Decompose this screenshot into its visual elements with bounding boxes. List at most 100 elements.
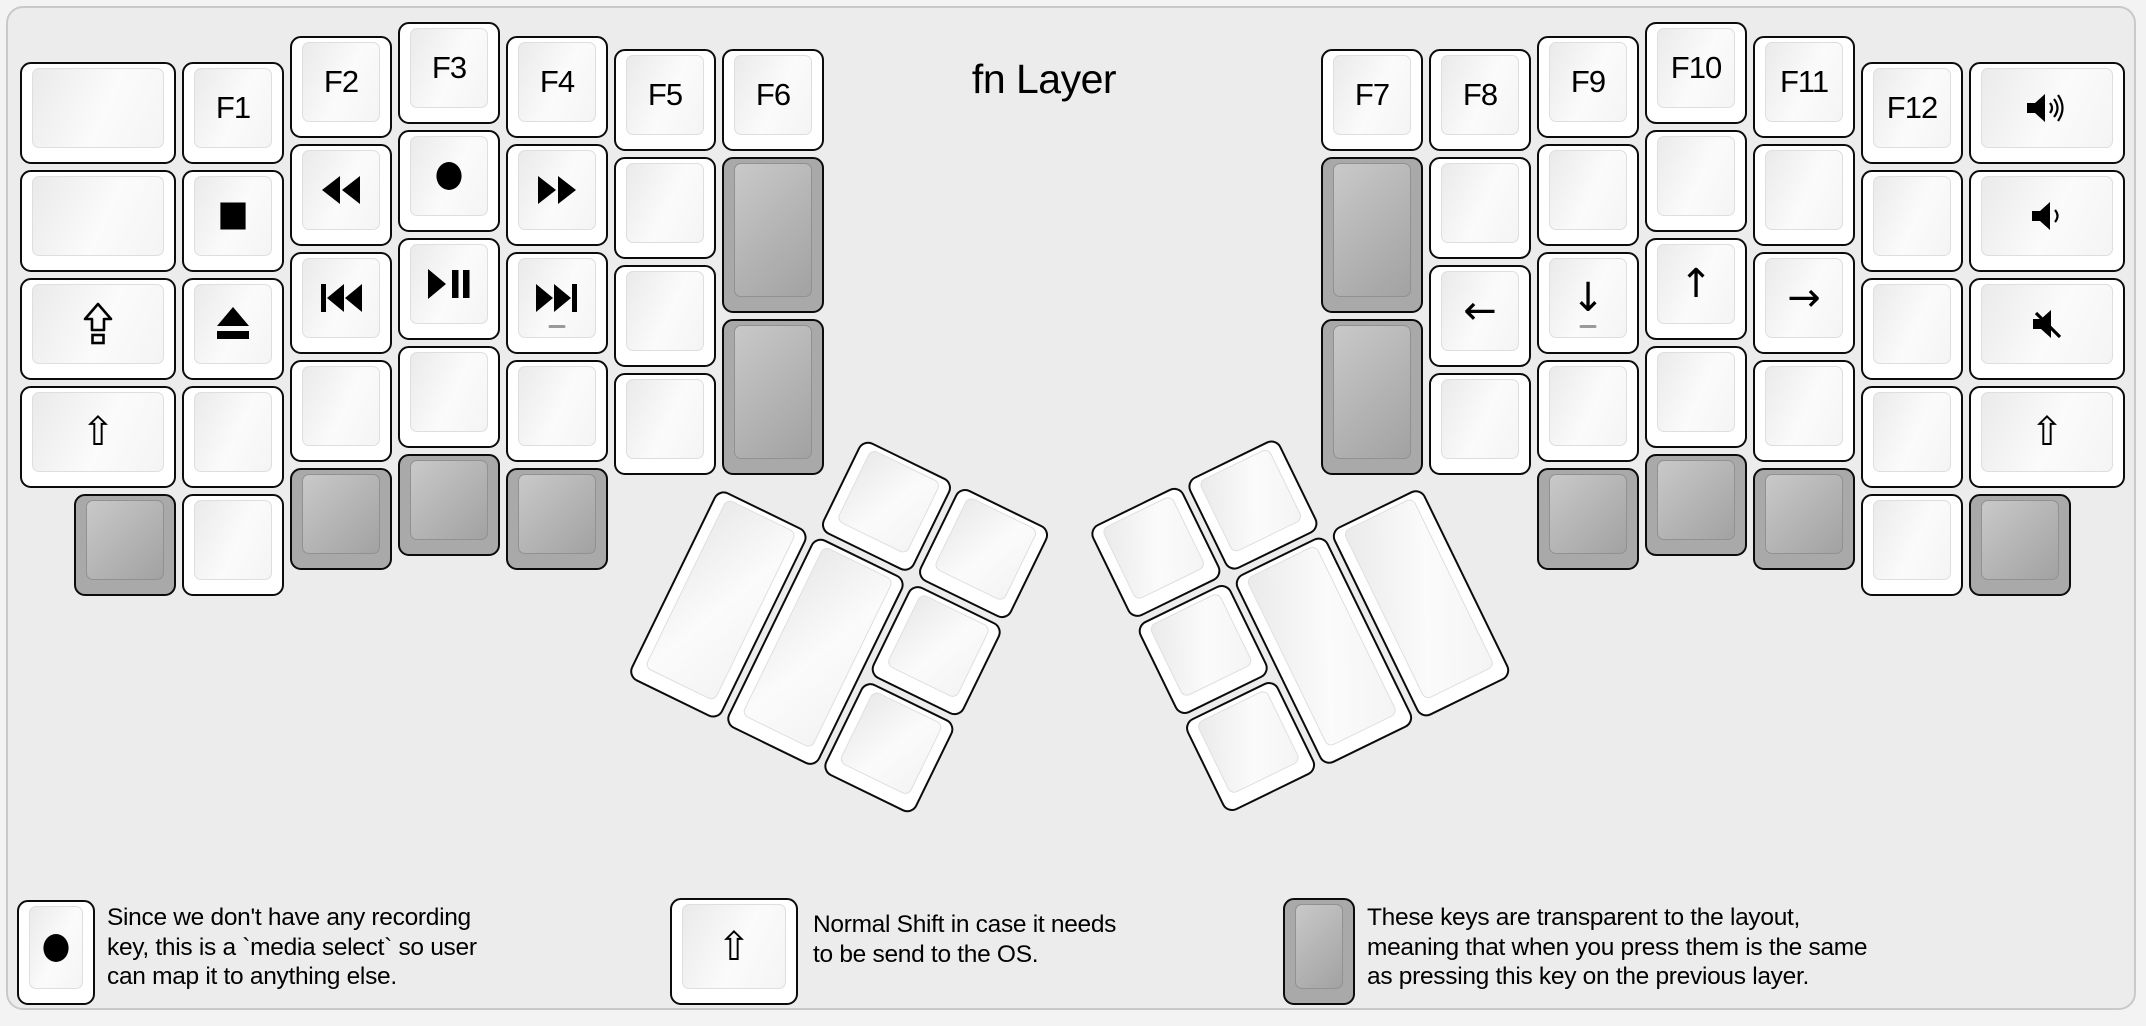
key-transparent[interactable] bbox=[1321, 157, 1423, 313]
keycap bbox=[734, 163, 812, 297]
key-blank[interactable] bbox=[614, 265, 716, 367]
key-shift[interactable]: ⇧ bbox=[20, 386, 176, 488]
key-eject[interactable] bbox=[182, 278, 284, 380]
key-transparent-sample bbox=[1283, 898, 1355, 1005]
keycap: F9 bbox=[1549, 42, 1627, 122]
key-blank[interactable] bbox=[506, 360, 608, 462]
key-blank[interactable] bbox=[1429, 157, 1531, 259]
keycap: F7 bbox=[1333, 55, 1411, 135]
keycap bbox=[194, 284, 272, 364]
key-blank[interactable] bbox=[1645, 130, 1747, 232]
key-transparent[interactable] bbox=[74, 494, 176, 596]
keycap bbox=[32, 284, 164, 364]
key-arrow-left[interactable]: ← bbox=[1429, 265, 1531, 367]
next-track-icon bbox=[536, 284, 577, 312]
key-f1[interactable]: F1 bbox=[182, 62, 284, 164]
key-transparent[interactable] bbox=[722, 157, 824, 313]
keycap bbox=[626, 379, 704, 459]
key-mute[interactable] bbox=[1969, 278, 2125, 380]
key-f9[interactable]: F9 bbox=[1537, 36, 1639, 138]
key-caps-lock[interactable] bbox=[20, 278, 176, 380]
keycap bbox=[410, 352, 488, 432]
key-blank[interactable] bbox=[1753, 144, 1855, 246]
key-blank[interactable] bbox=[614, 157, 716, 259]
key-blank[interactable] bbox=[182, 494, 284, 596]
key-record[interactable] bbox=[398, 130, 500, 232]
key-blank[interactable] bbox=[20, 62, 176, 164]
keycap bbox=[518, 150, 596, 230]
key-prev-track[interactable] bbox=[290, 252, 392, 354]
key-label: F9 bbox=[1570, 64, 1606, 99]
key-f11[interactable]: F11 bbox=[1753, 36, 1855, 138]
key-blank[interactable] bbox=[182, 386, 284, 488]
key-transparent[interactable] bbox=[506, 468, 608, 570]
legend-line: as pressing this key on the previous lay… bbox=[1367, 963, 1809, 990]
key-transparent[interactable] bbox=[722, 319, 824, 475]
key-transparent[interactable] bbox=[290, 468, 392, 570]
key-blank[interactable] bbox=[398, 346, 500, 448]
key-volume-down[interactable] bbox=[1969, 170, 2125, 272]
key-f5[interactable]: F5 bbox=[614, 49, 716, 151]
key-blank[interactable] bbox=[20, 170, 176, 272]
key-blank[interactable] bbox=[1429, 373, 1531, 475]
key-arrow-right[interactable]: → bbox=[1753, 252, 1855, 354]
key-blank[interactable] bbox=[1537, 360, 1639, 462]
key-f10[interactable]: F10 bbox=[1645, 22, 1747, 124]
keycap: F3 bbox=[410, 28, 488, 108]
key-rewind[interactable] bbox=[290, 144, 392, 246]
key-blank[interactable] bbox=[1645, 346, 1747, 448]
key-f8[interactable]: F8 bbox=[1429, 49, 1531, 151]
legend-line: meaning that when you press them is the … bbox=[1367, 933, 1868, 961]
key-record-sample bbox=[17, 900, 95, 1005]
fast-forward-icon bbox=[538, 176, 576, 204]
stop-icon bbox=[220, 202, 246, 230]
key-f4[interactable]: F4 bbox=[506, 36, 608, 138]
key-label: F8 bbox=[1462, 77, 1498, 112]
key-f12[interactable]: F12 bbox=[1861, 62, 1963, 164]
keycap bbox=[1981, 500, 2059, 580]
key-arrow-down[interactable]: ↓ bbox=[1537, 252, 1639, 354]
keycap: ↓ bbox=[1549, 258, 1627, 338]
key-arrow-up[interactable]: ↑ bbox=[1645, 238, 1747, 340]
previous-track-icon bbox=[321, 284, 362, 312]
key-blank[interactable] bbox=[1861, 278, 1963, 380]
keycap bbox=[1873, 176, 1951, 256]
key-f2[interactable]: F2 bbox=[290, 36, 392, 138]
keycap bbox=[1549, 150, 1627, 230]
key-blank[interactable] bbox=[1861, 170, 1963, 272]
keycap bbox=[194, 500, 272, 580]
key-f3[interactable]: F3 bbox=[398, 22, 500, 124]
keycap bbox=[518, 474, 596, 554]
key-transparent[interactable] bbox=[1321, 319, 1423, 475]
key-label: F1 bbox=[215, 90, 251, 125]
key-blank[interactable] bbox=[1537, 144, 1639, 246]
key-f6[interactable]: F6 bbox=[722, 49, 824, 151]
eject-icon bbox=[217, 307, 249, 339]
key-f7[interactable]: F7 bbox=[1321, 49, 1423, 151]
key-play-pause[interactable] bbox=[398, 238, 500, 340]
key-transparent[interactable] bbox=[1969, 494, 2071, 596]
keycap bbox=[410, 244, 488, 324]
keycap: → bbox=[1765, 258, 1843, 338]
key-label: F4 bbox=[539, 64, 575, 99]
key-blank[interactable] bbox=[1753, 360, 1855, 462]
key-label: F12 bbox=[1886, 90, 1938, 125]
keycap: ⇧ bbox=[1981, 392, 2113, 472]
key-volume-up[interactable] bbox=[1969, 62, 2125, 164]
key-transparent[interactable] bbox=[398, 454, 500, 556]
key-transparent[interactable] bbox=[1753, 468, 1855, 570]
key-transparent[interactable] bbox=[1537, 468, 1639, 570]
keycap bbox=[1765, 474, 1843, 554]
key-fast-forward[interactable] bbox=[506, 144, 608, 246]
key-shift[interactable]: ⇧ bbox=[1969, 386, 2125, 488]
key-stop[interactable] bbox=[182, 170, 284, 272]
key-blank[interactable] bbox=[1861, 494, 1963, 596]
volume-up-icon bbox=[2027, 94, 2064, 122]
key-blank[interactable] bbox=[1861, 386, 1963, 488]
keycap bbox=[1981, 68, 2113, 148]
keycap: F2 bbox=[302, 42, 380, 122]
key-blank[interactable] bbox=[614, 373, 716, 475]
key-next-track[interactable] bbox=[506, 252, 608, 354]
key-blank[interactable] bbox=[290, 360, 392, 462]
key-transparent[interactable] bbox=[1645, 454, 1747, 556]
